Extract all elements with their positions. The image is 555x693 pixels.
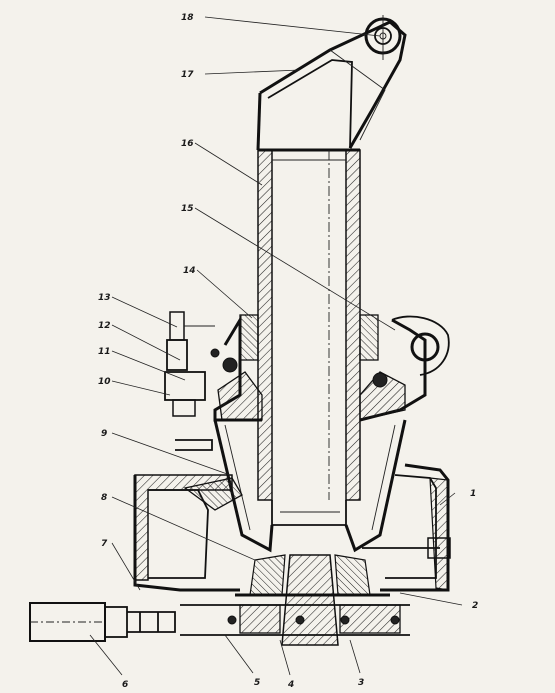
bottom-shaft-assembly [180,554,410,646]
callout-16: 16 [181,139,194,149]
callout-14: 14 [183,266,196,276]
callout-5: 5 [254,678,260,688]
callout-12: 12 [98,321,111,331]
base-housing [133,463,451,592]
callout-labels: 18 17 16 15 14 13 12 11 10 9 8 7 1 2 3 4… [98,13,478,690]
callout-2: 2 [472,601,478,611]
callout-7: 7 [101,539,108,549]
top-link-bracket [256,15,407,151]
callout-11: 11 [98,347,111,357]
callout-10: 10 [98,377,111,387]
leader-lines [89,16,463,676]
callout-4: 4 [287,680,294,690]
callout-18: 18 [181,13,194,23]
callout-6: 6 [122,680,128,690]
main-ram-tube [257,148,361,526]
callout-9: 9 [101,429,107,439]
callout-8: 8 [101,493,107,503]
callout-17: 17 [181,70,194,80]
callout-1: 1 [470,489,476,499]
callout-13: 13 [98,293,111,303]
callout-15: 15 [181,204,194,214]
callout-3: 3 [358,678,364,688]
drive-shaft [29,602,176,642]
upper-housing [164,311,450,422]
